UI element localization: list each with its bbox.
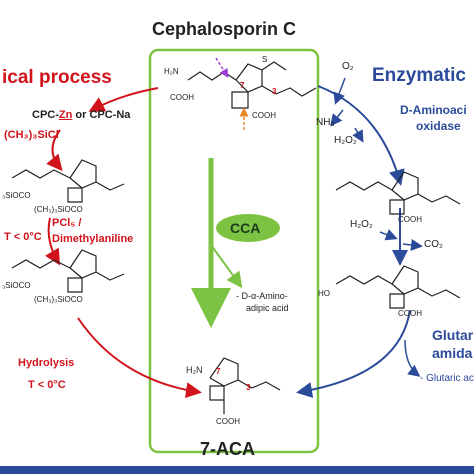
glutaryl-7aca-structure xyxy=(335,265,461,309)
enz-arrow-o2 xyxy=(333,77,346,105)
enz-arrow-h2o2b xyxy=(379,229,398,241)
chem-arrow-4 xyxy=(77,317,202,399)
enzyme-daao-line1: D-Aminoaci xyxy=(400,103,467,117)
silyl-intermediate-1 xyxy=(11,159,125,203)
chem-arrow-top xyxy=(88,87,159,112)
byproduct-aminoadipic-2: adipic acid xyxy=(246,303,289,313)
silyl-label-1: (CH₃)₃SiOCO xyxy=(34,205,83,214)
enzyme-gla-line2: amida xyxy=(432,345,473,361)
label-ho: HO xyxy=(318,289,330,298)
enz-arrow-co2 xyxy=(402,238,423,251)
label-cooh-bottom: COOH xyxy=(216,417,240,426)
label-co2: CO₂ xyxy=(424,239,443,250)
enzyme-daao-line2: oxidase xyxy=(416,119,461,133)
reagent-cpc: CPC-Zn or CPC-Na xyxy=(32,109,131,121)
reagent-zn: Zn xyxy=(58,109,73,121)
reagent-tmscl: (CH₃)₃SiCl xyxy=(4,129,59,141)
cca-side-arrow xyxy=(210,244,243,289)
condition-temp-1: T < 0°C xyxy=(4,231,42,243)
enzyme-gla-line1: Glutar xyxy=(432,327,474,343)
keto-adipyl-structure xyxy=(335,171,461,215)
enz-arrow-glutaric xyxy=(404,339,421,377)
label-cooh-top-1: COOH xyxy=(170,93,194,102)
chem-arrow-2 xyxy=(46,129,63,172)
enz-arrow-h2o2 xyxy=(352,127,364,143)
byproduct-aminoadipic-1: - D-α-Amino- xyxy=(236,291,288,301)
silyl-label-2: (CH₃)₃SiOCO xyxy=(34,295,83,304)
title-7-aca: 7-ACA xyxy=(200,439,256,459)
label-cooh-right-1: COOH xyxy=(398,215,422,224)
enzymatic-heading: Enzymatic xyxy=(372,65,466,86)
label-s-top: S xyxy=(262,55,268,64)
label-h2o2-b: H₂O₂ xyxy=(350,219,373,230)
condition-temp-2: T < 0°C xyxy=(28,379,66,391)
enz-arrow-nh3 xyxy=(330,109,344,127)
silyl-intermediate-2 xyxy=(11,249,125,293)
enz-arrow-3 xyxy=(296,309,411,398)
center-box xyxy=(148,48,320,454)
label-cooh-right-2: COOH xyxy=(398,309,422,318)
label-h2n-top: H₂N xyxy=(164,67,179,76)
title-cephalosporin-c: Cephalosporin C xyxy=(152,19,297,39)
label-cooh-top-2: COOH xyxy=(252,111,276,120)
chem-arrow-3 xyxy=(45,217,61,266)
label-c3-top: 3 xyxy=(272,87,277,96)
byproduct-glutaric: - Glutaric acid xyxy=(420,373,474,384)
reagent-hydrolysis: Hydrolysis xyxy=(18,357,75,369)
cephalosporin-c-structure xyxy=(187,61,317,109)
enz-arrow-top xyxy=(317,85,405,186)
reagent-dimethylaniline: Dimethylaniline xyxy=(52,233,134,245)
enzyme-cca: CCA xyxy=(230,220,261,236)
label-c7-bottom: 7 xyxy=(216,367,221,376)
label-h2n-bottom: H₂N xyxy=(186,365,203,375)
purple-arrow xyxy=(215,57,229,78)
label-nh3: NH₃ xyxy=(316,117,335,128)
silyl-label-4: ₃SiOCO xyxy=(2,281,31,290)
reagent-pcl5: PCl₅ / xyxy=(52,217,82,229)
label-c3-bottom: 3 xyxy=(246,383,251,392)
label-c7-top: 7 xyxy=(240,81,245,90)
label-h2o2-a: H₂O₂ xyxy=(334,135,357,146)
bottom-bar xyxy=(0,466,474,474)
cca-ellipse xyxy=(216,214,280,242)
chemical-heading: ical process xyxy=(2,67,112,88)
label-o2: O₂ xyxy=(342,61,354,72)
silyl-label-3: ₃SiOCO xyxy=(2,191,31,200)
seven-aca-structure xyxy=(209,357,281,414)
